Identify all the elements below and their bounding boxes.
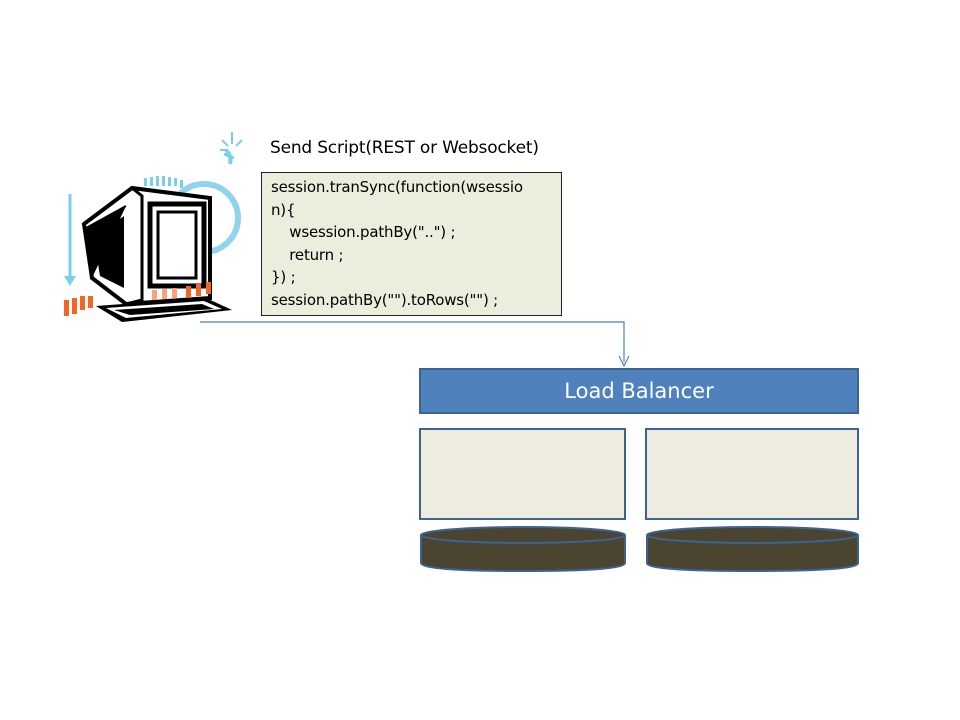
code-line: session.tranSync(function(wsessio	[271, 178, 523, 196]
send-script-caption: Send Script(REST or Websocket)	[270, 138, 539, 158]
code-line: }) ;	[271, 268, 296, 287]
connector-arrowhead	[618, 355, 630, 368]
code-line: session.pathBy("").toRows("") ;	[271, 290, 499, 309]
server-node-left	[419, 428, 626, 520]
code-line: n){	[271, 200, 296, 219]
script-code-box: session.tranSync(function(wsessio n){ ws…	[261, 172, 562, 316]
code-line: wsession.pathBy("..") ;	[271, 223, 456, 242]
database-icon	[420, 526, 626, 573]
computer-icon	[64, 132, 243, 322]
server-node-right	[645, 428, 859, 520]
connector-line	[200, 321, 625, 362]
database-icon	[646, 526, 859, 573]
code-line: return ;	[271, 245, 344, 264]
load-balancer: Load Balancer	[419, 368, 859, 414]
